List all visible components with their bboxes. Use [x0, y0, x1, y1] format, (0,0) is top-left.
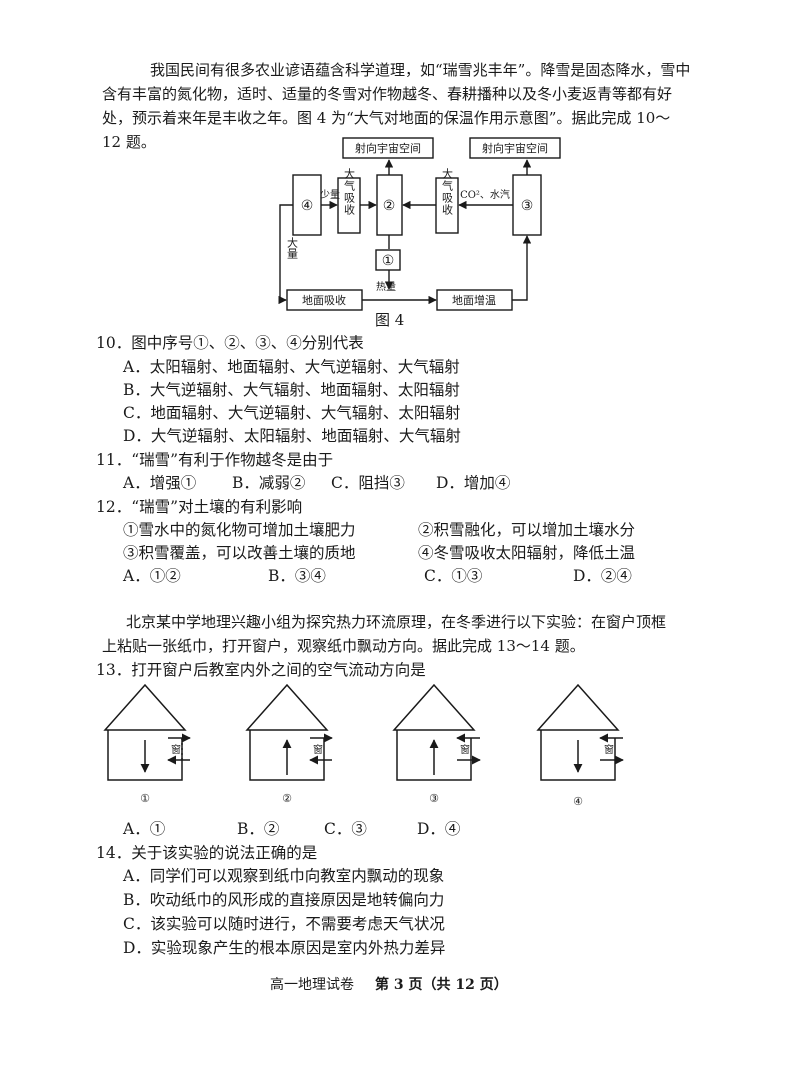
house-label-2: ②	[282, 792, 292, 805]
q11-option-c: C．阻挡③	[331, 474, 405, 492]
house-4	[536, 683, 624, 781]
passage2-line1: 北京某中学地理兴趣小组为探究热力环流原理，在冬季进行以下实验：在窗户顶框	[126, 613, 667, 631]
q12-stem: 12．“瑞雪”对土壤的有利影响	[96, 498, 303, 516]
q12-statement-3: ③积雪覆盖，可以改善土壤的质地	[123, 544, 356, 562]
q12-option-d: D．②④	[573, 567, 632, 585]
passage1-line2: 含有丰富的氮化物，适时、适量的冬雪对作物越冬、春耕播种以及冬小麦返青等都有好	[102, 85, 673, 103]
window-char-1: 窗	[171, 743, 181, 756]
q10-option-c: C．地面辐射、大气逆辐射、大气辐射、太阳辐射	[123, 404, 461, 422]
figure4-diagram: 射向宇宙空间 射向宇宙空间 ④ ② ① ③ 大气吸收 大气吸收 少量 CO²、水…	[278, 137, 561, 311]
q14-option-c: C．该实验可以随时进行，不需要考虑天气状况	[123, 915, 445, 933]
q11-option-b: B．减弱②	[232, 474, 306, 492]
space-label-left: 射向宇宙空间	[355, 141, 421, 155]
house-2	[245, 683, 333, 781]
figure4-caption: 图 4	[375, 311, 405, 329]
space-box-left	[342, 137, 434, 159]
q14-option-d: D．实验现象产生的根本原因是室内外热力差异	[123, 939, 446, 957]
daliang-label: 大量	[286, 236, 299, 259]
q12-option-b: B．③④	[268, 567, 326, 585]
ground-warm-label: 地面增温	[452, 293, 496, 307]
absorb-label-left: 大气吸收	[343, 167, 356, 216]
q12-option-c: C．①③	[424, 567, 483, 585]
space-label-right: 射向宇宙空间	[482, 141, 548, 155]
q13-option-a: A．①	[123, 820, 166, 838]
node1-box	[375, 249, 401, 271]
space-box-right	[469, 137, 561, 159]
passage2-line2: 上粘贴一张纸巾，打开窗户，观察纸巾飘动方向。据此完成 13～14 题。	[102, 637, 585, 655]
footer-page: 第 3 页（共 12 页）	[375, 977, 508, 993]
q10-option-a: A．太阳辐射、地面辐射、大气逆辐射、大气辐射	[123, 358, 460, 376]
house-3	[392, 683, 481, 781]
q12-option-a: A．①②	[123, 567, 181, 585]
q12-statement-1: ①雪水中的氮化物可增加土壤肥力	[123, 521, 356, 539]
passage1-line4: 12 题。	[102, 133, 156, 151]
window-char-2: 窗	[313, 743, 323, 756]
q13-option-c: C．③	[324, 820, 367, 838]
node4-label: ④	[301, 198, 314, 214]
ground-absorb-label: 地面吸收	[302, 293, 346, 307]
house-label-4: ④	[573, 795, 583, 808]
shaoliang-label: 少量	[320, 189, 340, 201]
house-label-1: ①	[140, 792, 150, 805]
q10-stem: 10．图中序号①、②、③、④分别代表	[96, 334, 364, 352]
q11-option-d: D．增加④	[436, 474, 511, 492]
window-char-4: 窗	[604, 743, 614, 756]
q14-option-b: B．吹动纸巾的风形成的直接原因是地转偏向力	[123, 891, 445, 909]
q14-option-a: A．同学们可以观察到纸巾向教室内飘动的现象	[123, 867, 445, 885]
node3-label: ③	[521, 198, 534, 214]
passage1-line3: 处，预示着来年是丰收之年。图 4 为“大气对地面的保温作用示意图”。据此完成 1…	[102, 109, 671, 127]
node1-label: ①	[382, 253, 395, 269]
house-label-3: ③	[429, 792, 439, 805]
reliang-label: 热量	[376, 280, 396, 293]
q10-option-d: D．大气逆辐射、太阳辐射、地面辐射、大气辐射	[123, 427, 461, 445]
q13-stem: 13．打开窗户后教室内外之间的空气流动方向是	[96, 661, 426, 679]
house-1	[103, 683, 191, 781]
node2-label: ②	[383, 198, 396, 214]
footer-subject: 高一地理试卷	[270, 977, 354, 993]
q13-option-b: B．②	[237, 820, 280, 838]
q11-stem: 11．“瑞雪”有利于作物越冬是由于	[96, 451, 334, 469]
q10-option-b: B．大气逆辐射、大气辐射、地面辐射、太阳辐射	[123, 381, 460, 399]
co2-label: CO²、水汽	[460, 188, 510, 201]
q11-option-a: A．增强①	[123, 474, 197, 492]
passage1-line1: 我国民间有很多农业谚语蕴含科学道理，如“瑞雪兆丰年”。降雪是固态降水，雪中	[150, 61, 691, 79]
q12-statement-2: ②积雪融化，可以增加土壤水分	[418, 521, 636, 539]
q13-houses-figure: 窗 窗 窗 窗 ① ② ③ ④	[103, 683, 624, 808]
q13-option-d: D．④	[417, 820, 461, 838]
q14-stem: 14．关于该实验的说法正确的是	[96, 844, 318, 862]
q12-statement-4: ④冬雪吸收太阳辐射，降低土温	[418, 544, 636, 562]
window-char-3: 窗	[460, 743, 470, 756]
absorb-label-right: 大气吸收	[441, 167, 454, 216]
